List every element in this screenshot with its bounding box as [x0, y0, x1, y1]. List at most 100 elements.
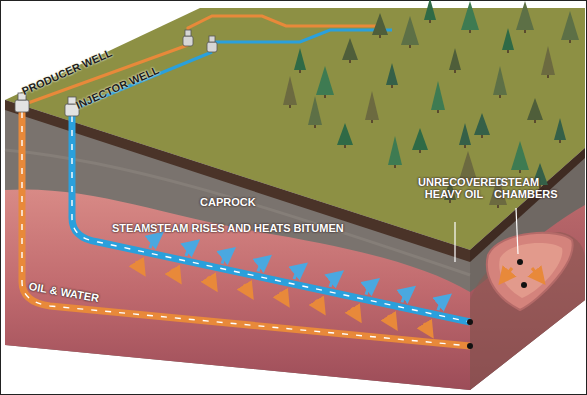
steam-arrow	[186, 245, 193, 256]
heavy-oil-zone	[470, 232, 585, 390]
tree	[449, 48, 461, 70]
oil-arrow	[352, 308, 357, 316]
tree-trunk	[499, 95, 501, 98]
oil-arrow	[136, 261, 141, 269]
producer-end	[521, 282, 527, 288]
tree	[372, 13, 388, 35]
tree	[502, 28, 514, 50]
surface-pipeline	[212, 30, 392, 52]
tree	[527, 98, 543, 120]
oil-arrow	[172, 269, 177, 277]
tree	[541, 46, 555, 75]
tree	[386, 63, 398, 85]
steam-arrow	[294, 268, 301, 279]
injector-well-pipe	[72, 116, 470, 322]
flow-arrow	[504, 268, 512, 278]
tree-trunk	[437, 110, 439, 113]
producer-well-pipe	[22, 112, 470, 346]
tree	[365, 91, 379, 120]
tree-trunk	[379, 35, 381, 38]
steam-arrow	[222, 253, 229, 264]
tree	[424, 0, 436, 20]
wellhead-icon	[183, 30, 217, 52]
tree	[316, 66, 334, 95]
tree	[461, 1, 479, 30]
oil-arrow	[388, 315, 393, 323]
tree-trunk	[314, 125, 316, 128]
tree	[294, 48, 306, 70]
callout-label: UNRECOVERED HEAVY OIL	[418, 176, 490, 200]
overburden-front	[5, 100, 470, 390]
layer-label: CAPROCK	[200, 196, 256, 208]
flow-arrow	[532, 268, 540, 278]
tree	[412, 128, 428, 150]
steam-arrow	[258, 260, 265, 271]
oil-arrow	[316, 300, 321, 308]
tree-trunk	[289, 105, 291, 108]
tree-trunk	[391, 85, 393, 88]
tree	[459, 123, 471, 145]
tree-trunk	[324, 95, 326, 98]
tree	[459, 151, 477, 180]
tree	[431, 81, 445, 110]
flow-arrows	[136, 237, 445, 331]
tree-trunk	[497, 205, 499, 208]
tree-trunk	[547, 75, 549, 78]
oil-arrow	[424, 323, 429, 331]
leader-line	[454, 222, 455, 262]
tree-trunk	[507, 50, 509, 53]
pipe-dash	[72, 116, 470, 322]
tree-trunk	[409, 45, 411, 48]
steam-chamber	[487, 233, 573, 310]
tree-trunk	[449, 200, 451, 203]
tree	[401, 16, 419, 45]
forest	[283, 0, 579, 208]
pipe-end	[467, 319, 473, 325]
tree-trunk	[464, 145, 466, 148]
pipe-end	[467, 343, 473, 349]
callout-label: STEAM CHAMBERS	[494, 176, 546, 200]
tree-trunk	[534, 120, 536, 123]
oil-arrow	[280, 292, 285, 300]
tree-trunk	[371, 120, 373, 123]
steam-arrow	[366, 284, 373, 295]
steam-arrow	[330, 276, 337, 287]
tree-trunk	[429, 20, 431, 23]
tree-trunk	[419, 150, 421, 153]
leader-line	[516, 208, 518, 254]
tree-trunk	[519, 170, 521, 173]
oil-arrow	[244, 284, 249, 292]
reservoir-side	[470, 205, 585, 390]
process-label: STEAM	[112, 222, 151, 234]
tree	[474, 113, 490, 135]
tree-trunk	[469, 30, 471, 33]
tree	[308, 96, 322, 125]
tree-trunk	[349, 60, 351, 63]
tree	[516, 1, 534, 30]
tree	[388, 136, 402, 165]
tree-trunk	[454, 70, 456, 73]
tree	[554, 118, 566, 140]
tree	[493, 66, 507, 95]
tree-trunk	[559, 140, 561, 143]
tree	[342, 38, 358, 60]
tree-trunk	[569, 40, 571, 43]
tree	[511, 141, 529, 170]
tree	[561, 11, 579, 40]
tree	[337, 123, 353, 145]
tree	[283, 76, 297, 105]
tree-trunk	[539, 185, 541, 188]
steam-arrow	[402, 291, 409, 302]
tree-trunk	[524, 30, 526, 33]
steam-arrow	[150, 237, 157, 248]
oil-arrow	[208, 277, 213, 285]
tree-trunk	[299, 70, 301, 73]
tree-trunk	[481, 135, 483, 138]
steam-arrow	[438, 299, 445, 310]
injector-end	[517, 259, 523, 265]
pipe-dash	[22, 112, 470, 346]
steam-chamber-inner	[499, 243, 562, 298]
tree-trunk	[344, 145, 346, 148]
